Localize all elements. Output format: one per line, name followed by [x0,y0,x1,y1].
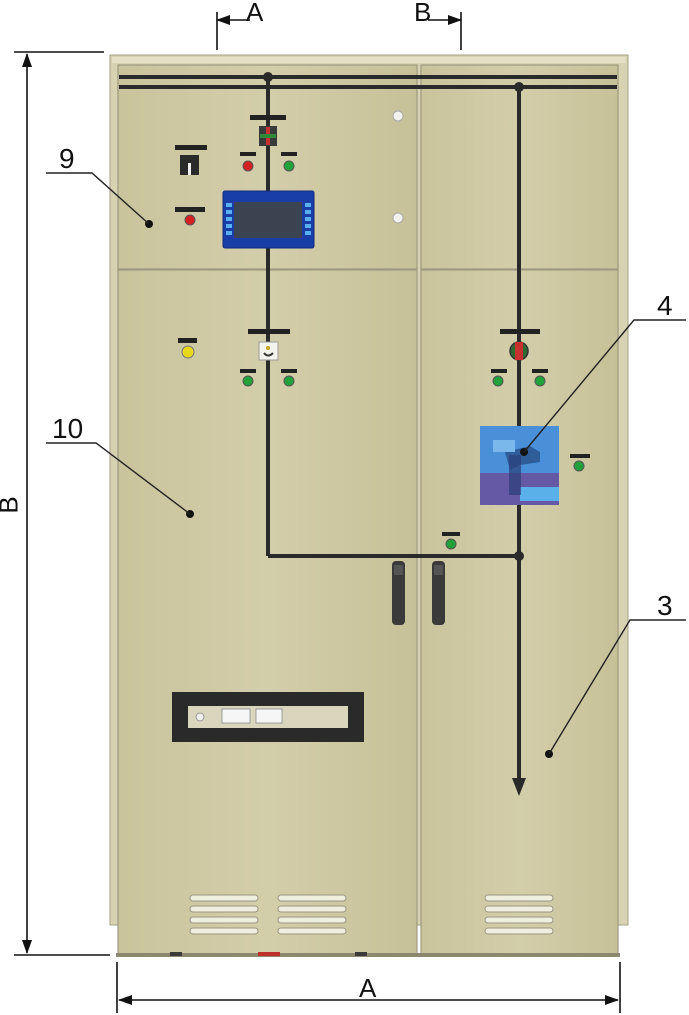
label-plate [281,152,297,156]
hmi-screen [234,202,302,238]
door-handle-icon [392,561,405,625]
indicator-lamp-red [242,160,254,172]
ventilation-louver-icon [189,894,347,935]
label-plate [250,115,286,120]
door-handle-icon [432,561,445,625]
indicator-lamp-green [534,375,546,387]
indicator-lamp-red [184,214,196,226]
bus-junction-right [514,82,524,92]
leader-lines [46,172,686,755]
leader-10 [46,442,191,515]
label-plate [240,152,256,156]
plinth-red-marker [258,952,280,956]
indicator-lamp-yellow [181,345,195,359]
indicator-lamp-green [573,460,585,472]
dimension-label-b-top: B [414,0,432,27]
indicator-lamp-green [242,375,254,387]
indicator-lamp-green [492,375,504,387]
callout-label-4: 4 [657,290,673,321]
earthing-switch-indicator [258,341,279,361]
label-plate [175,207,205,212]
ventilation-louver-icon [484,894,554,935]
callout-label-10: 10 [52,413,84,444]
indicator-lamp-green [283,375,295,387]
bus-junction-bottom [514,551,524,561]
indicator-lamp-green [283,160,295,172]
cabinet-body [109,54,629,957]
leader-9 [46,172,150,225]
dimension-lines [14,12,621,1013]
right-devices [432,329,590,935]
door-lock [392,212,404,224]
door-lock [392,110,404,122]
callout-label-3: 3 [657,590,673,621]
leader-3 [548,619,686,755]
upper-left-devices [145,110,404,249]
bus-junction-left [263,72,273,82]
label-plate [175,145,207,150]
dimension-label-a-top: A [246,0,264,27]
leader-4 [523,319,686,453]
flow-arrow-icon [512,778,526,796]
lower-left-devices [172,329,405,935]
dimension-label-height: B [0,496,24,513]
indicator-lamp-green [445,538,457,550]
dimension-label-width: A [359,973,377,1003]
callout-label-9: 9 [59,143,75,174]
